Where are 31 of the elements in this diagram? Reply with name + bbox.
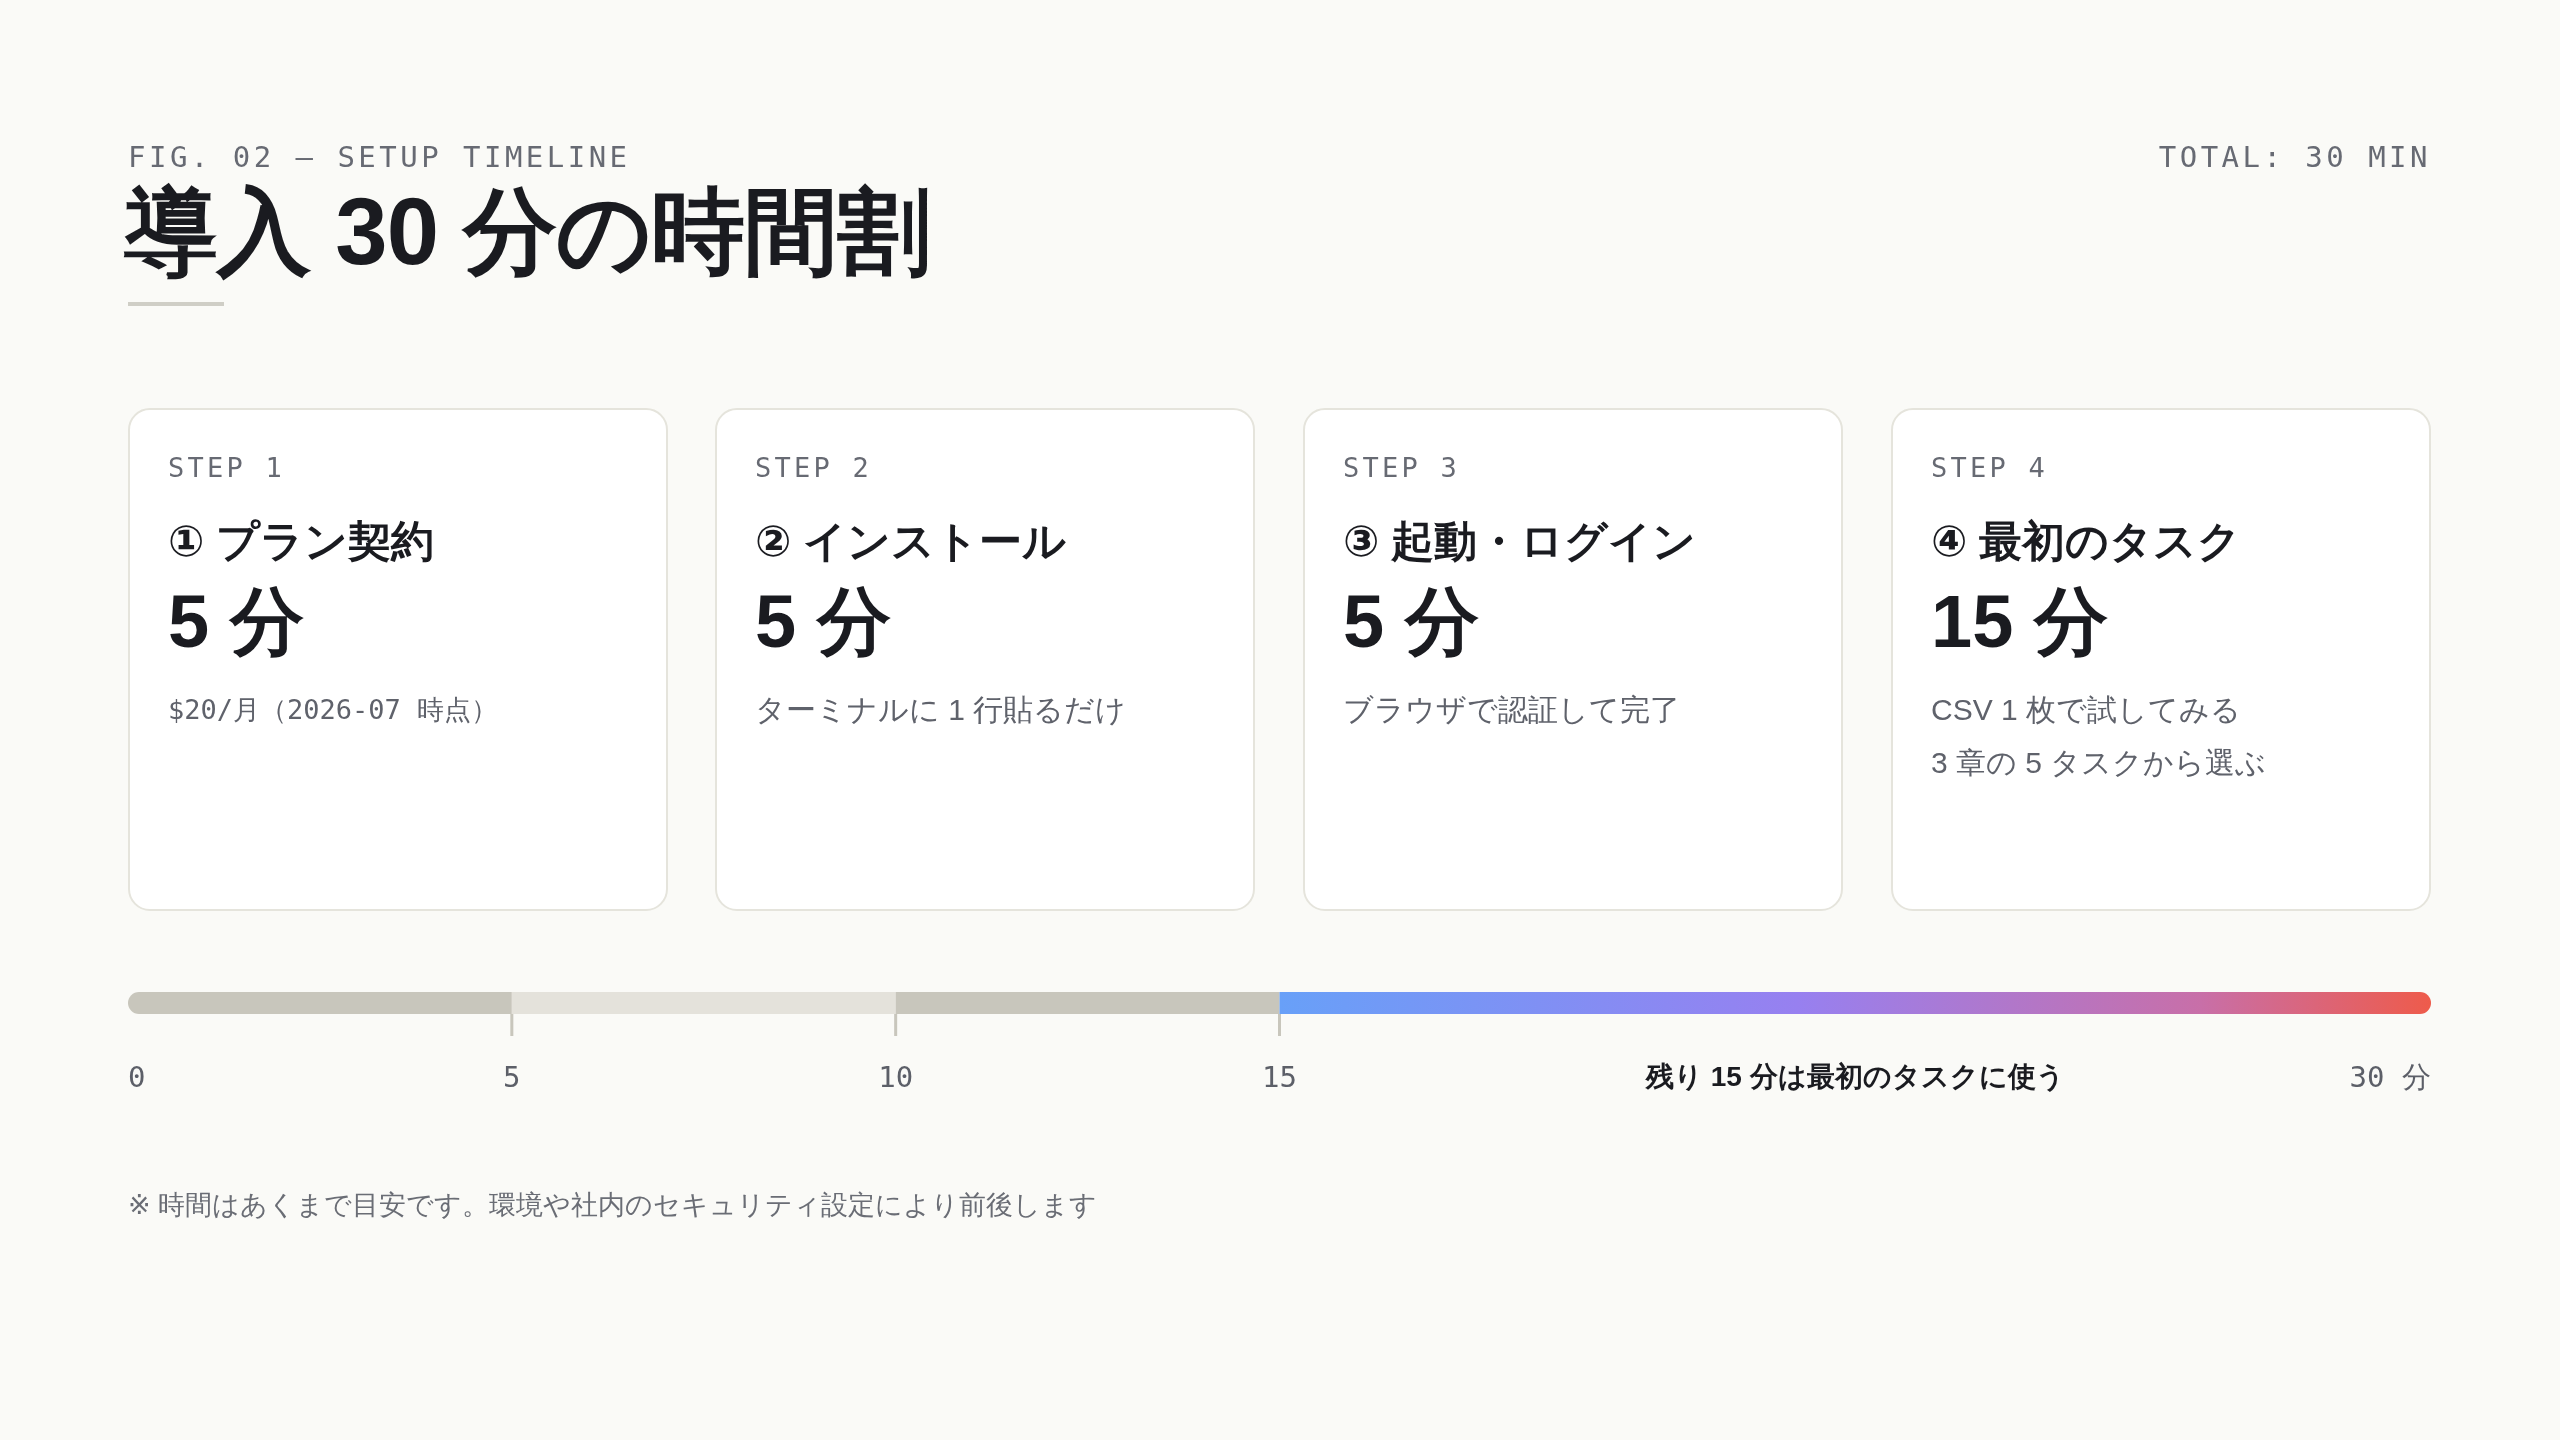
step-label: STEP 3 (1343, 451, 1461, 485)
step-card (1303, 408, 1843, 911)
tick-label: 30 分 (2349, 1059, 2431, 1095)
step-description: 3 章の 5 タスクから選ぶ (1931, 745, 2268, 781)
tick-label: 15 (1262, 1059, 1297, 1095)
step-title: ③ 起動・ログイン (1343, 516, 1698, 567)
step-label: STEP 2 (755, 451, 873, 485)
step-title: ① プラン契約 (168, 516, 436, 567)
step-card (1891, 408, 2431, 911)
figure-label: FIG. 02 — SETUP TIMELINE (128, 139, 631, 175)
total-time-label: TOTAL: 30 MIN (2158, 139, 2431, 175)
step-card (715, 408, 1255, 911)
tick-label: 5 (503, 1059, 521, 1095)
duration-value: 5 分 (168, 579, 305, 665)
duration-value: 5 分 (755, 579, 892, 665)
price-note: $20/月（2026-07 時点） (168, 693, 500, 727)
tick-label: 0 (128, 1059, 146, 1095)
step-description: CSV 1 枚で試してみる (1931, 692, 2243, 728)
timeline-annotation: 残り 15 分は最初のタスクに使う (1645, 1060, 2065, 1094)
step-card (128, 408, 668, 911)
page-title: 導入 30 分の時間割 (124, 178, 931, 286)
duration-value: 15 分 (1931, 579, 2109, 665)
step-title: ④ 最初のタスク (1931, 516, 2243, 567)
footnote: ※ 時間はあくまで目安です。環境や社内のセキュリティ設定により前後します (128, 1189, 1098, 1222)
step-description: ターミナルに 1 行貼るだけ (755, 692, 1128, 728)
step-label: STEP 4 (1931, 451, 2049, 485)
step-description: ブラウザで認証して完了 (1343, 692, 1681, 728)
duration-value: 5 分 (1343, 579, 1480, 665)
step-label: STEP 1 (168, 451, 286, 485)
tick-label: 10 (878, 1059, 914, 1095)
step-title: ② インストール (755, 516, 1068, 567)
